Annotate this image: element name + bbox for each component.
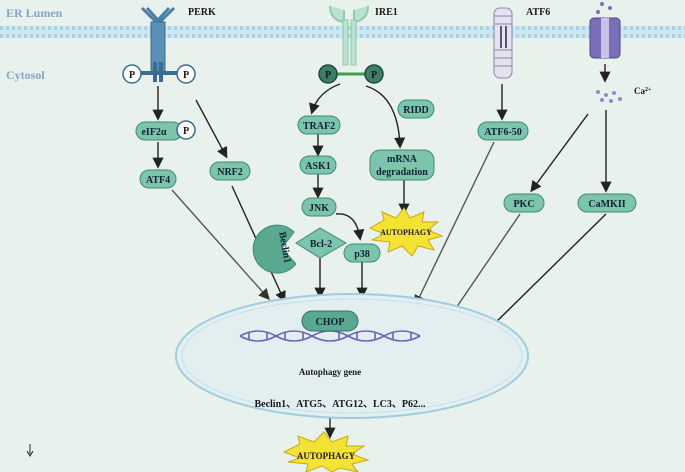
svg-text:AUTOPHAGY: AUTOPHAGY [380,228,432,237]
svg-text:p38: p38 [354,249,370,260]
svg-text:ATF4: ATF4 [146,175,170,186]
svg-text:P: P [129,70,135,81]
svg-text:CHOP: CHOP [316,317,345,328]
calcium-ions [596,90,622,103]
svg-text:P: P [183,126,189,137]
autophagy-burst-top: AUTOPHAGY [368,207,444,257]
node-beclin1: Beclin1 [252,224,297,274]
perk-label: PERK [188,7,216,18]
svg-text:AUTOPHAGY: AUTOPHAGY [297,451,356,461]
node-pkc: PKC [503,193,545,213]
autophagy-burst-bottom: AUTOPHAGY [282,431,370,472]
svg-text:P: P [325,70,331,81]
calcium-label: Ca2+ [634,86,652,96]
perk-receptor [140,6,178,82]
node-nrf2: NRF2 [209,161,251,181]
autophagy-gene-label: Autophagy gene [299,367,361,377]
svg-text:RIDD: RIDD [403,105,429,116]
svg-text:JNK: JNK [309,203,329,214]
eif2a-phospho: P [176,120,196,140]
perk-phospho-right: P [176,64,196,84]
svg-text:P: P [371,70,377,81]
node-traf2: TRAF2 [297,115,341,135]
node-atf6-50: ATF6-50 [477,121,529,141]
ire1-phospho-right: P [364,64,384,84]
svg-text:NRF2: NRF2 [217,167,243,178]
ire1-receptor [329,5,369,66]
nucleus [175,293,529,419]
svg-text:eIF2α: eIF2α [141,127,166,138]
perk-phospho-left: P [122,64,142,84]
er-lumen-label: ER Lumen [6,6,63,20]
svg-text:ATF6-50: ATF6-50 [484,127,522,138]
cytosol-label: Cytosol [6,68,45,82]
svg-text:P: P [183,70,189,81]
small-down-arrow-icon [26,444,34,457]
node-jnk: JNK [301,197,337,217]
node-chop: CHOP [301,310,359,332]
autophagy-genes-list: Beclin1、ATG5、ATG12、LC3、P62... [254,399,426,410]
node-camkii: CaMKII [577,193,637,213]
node-ridd: RIDD [397,99,435,119]
node-bcl2: Bcl-2 [295,227,348,259]
svg-text:Bcl-2: Bcl-2 [310,239,332,250]
ire1-phospho-left: P [318,64,338,84]
svg-text:TRAF2: TRAF2 [303,121,335,132]
atf6-receptor [493,7,513,79]
ire1-label: IRE1 [375,7,398,18]
svg-text:ASK1: ASK1 [305,161,331,172]
node-ask1: ASK1 [299,155,337,175]
svg-text:Beclin1: Beclin1 [276,231,292,264]
svg-text:PKC: PKC [513,199,534,210]
svg-text:CaMKII: CaMKII [588,199,625,210]
svg-text:degradation: degradation [376,167,428,178]
node-eif2a: eIF2α [135,121,183,141]
node-p38: p38 [343,243,381,263]
atf6-label: ATF6 [526,7,550,18]
node-mrna-degradation: mRNA degradation [369,149,435,181]
calcium-channel [589,2,621,59]
node-atf4: ATF4 [139,169,177,189]
svg-text:mRNA: mRNA [387,154,418,165]
